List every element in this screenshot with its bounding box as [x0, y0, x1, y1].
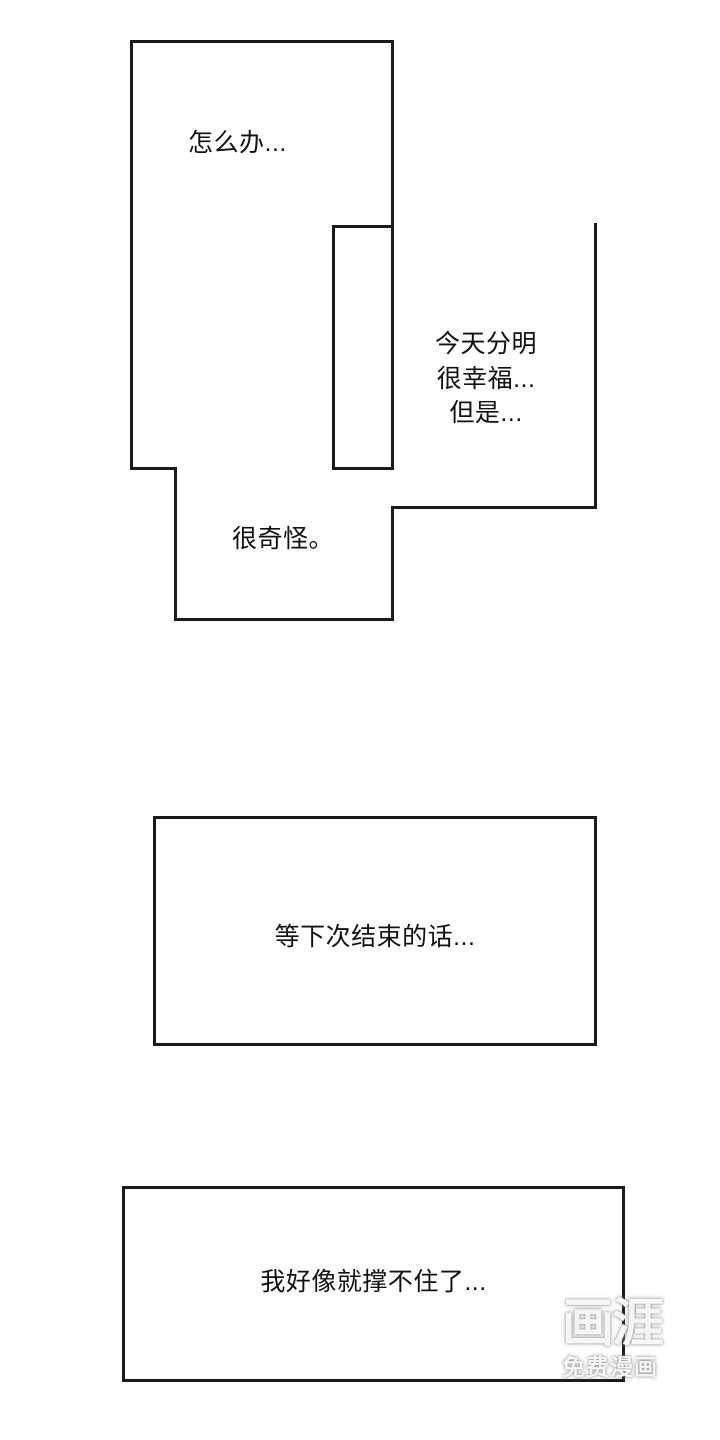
seam-right-top	[394, 223, 594, 226]
seam-right-lower-vertical	[391, 470, 394, 506]
seam-upper-middle	[133, 225, 332, 228]
panel-hold-text: 我好像就撑不住了...	[260, 1267, 487, 1296]
panel-hold: 我好像就撑不住了...	[122, 1186, 625, 1382]
seam-middle-lower	[177, 467, 332, 470]
panel-composite-outline	[130, 40, 597, 621]
panel-line-today: 今天分明 很幸福... 但是...	[434, 330, 537, 427]
panel-subshape-middle-left	[130, 225, 335, 470]
panel-next: 等下次结束的话...	[153, 816, 597, 1046]
panel-composite: 怎么办... 今天分明 很幸福... 但是... 很奇怪。	[0, 0, 720, 660]
panel-line-strange: 很奇怪。	[232, 525, 335, 553]
panel-next-text: 等下次结束的话...	[274, 922, 476, 951]
panel-line-howto: 怎么办...	[188, 129, 287, 157]
